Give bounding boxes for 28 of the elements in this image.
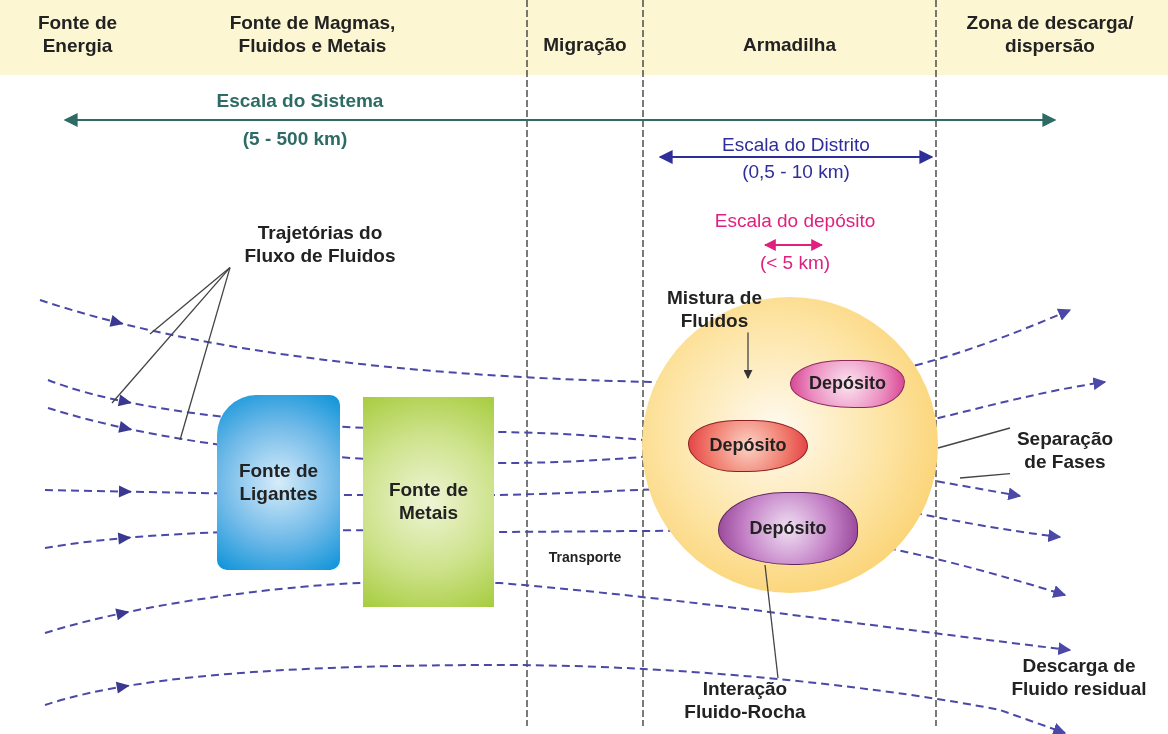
zone-label: Transporte (547, 549, 623, 566)
annotation-label: Separação de Fases (1010, 428, 1120, 474)
annotation-label: Descarga de Fluido residual (1010, 655, 1148, 701)
scale-label: (5 - 500 km) (241, 128, 349, 151)
annotation-label: Interação Fluido-Rocha (675, 678, 815, 724)
leader-line (743, 331, 753, 379)
scale-label: (0,5 - 10 km) (741, 161, 851, 184)
leader-line (179, 266, 231, 441)
leader-line (959, 472, 1011, 479)
annotation-label: Mistura de Fluidos (662, 287, 767, 333)
column-heading: Zona de descarga/ dispersão (965, 12, 1135, 58)
metal-source-box: Fonte de Metais (363, 397, 494, 607)
scale-label: (< 5 km) (758, 252, 832, 275)
column-heading: Fonte de Energia (36, 12, 119, 58)
leader-line (764, 564, 779, 679)
column-heading: Fonte de Magmas, Fluidos e Metais (228, 12, 397, 58)
annotation-label: Trajetórias do Fluxo de Fluidos (230, 222, 410, 268)
deposit-blob: Depósito (688, 420, 808, 472)
scale-label: Escala do Sistema (215, 90, 385, 113)
ligand-source-box: Fonte de Ligantes (217, 395, 340, 570)
column-heading: Migração (542, 34, 628, 57)
leader-line (111, 266, 231, 404)
deposit-blob: Depósito (790, 360, 905, 408)
leader-line (937, 427, 1011, 449)
scale-label: Escala do Distrito (721, 134, 871, 157)
deposit-blob: Depósito (718, 492, 858, 565)
scale-label: Escala do depósito (713, 210, 877, 233)
column-heading: Armadilha (742, 34, 837, 57)
